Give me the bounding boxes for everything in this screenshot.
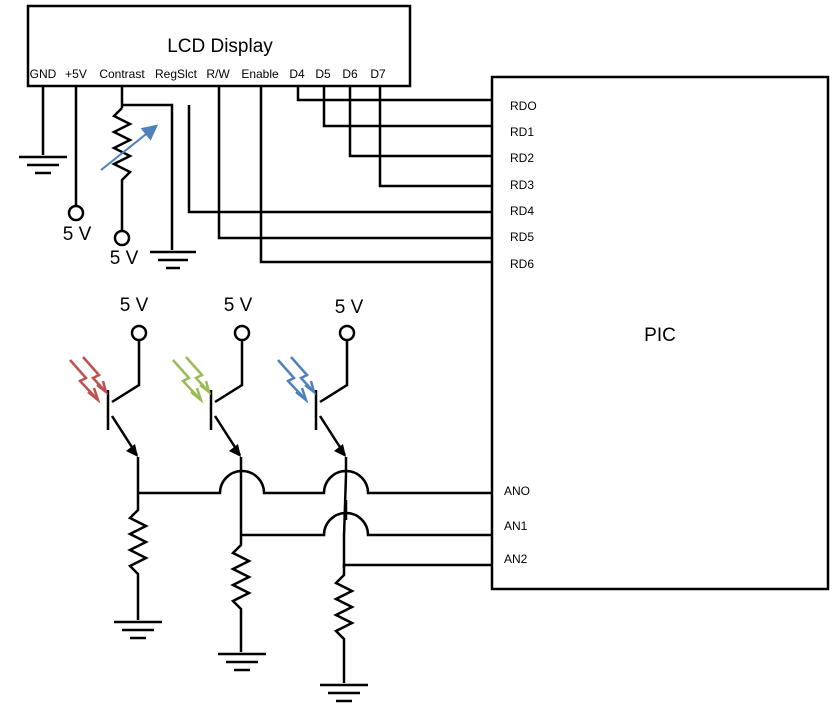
resistor-icon xyxy=(230,535,252,652)
pic-pin-rd2: RD2 xyxy=(510,151,534,165)
lcd-pic-bus xyxy=(187,86,492,264)
supply-label: 5 V xyxy=(110,248,139,269)
wire-rw-rd5 xyxy=(217,86,492,240)
pic-pin-rd3: RD3 xyxy=(510,178,534,192)
wire-enable-rd6 xyxy=(259,86,492,264)
pic-title: PIC xyxy=(644,325,676,346)
wire-an2 xyxy=(342,563,492,568)
phototransistor-green: 5 V xyxy=(172,295,266,672)
terminal-icon xyxy=(67,204,85,222)
terminal-icon xyxy=(338,324,356,342)
wire-an1 xyxy=(241,511,492,537)
lcd-display-box xyxy=(26,4,412,88)
collector-wire xyxy=(319,340,349,404)
wire-regslct-rd4 xyxy=(187,105,492,214)
pic-pin-an1: AN1 xyxy=(504,519,528,533)
lcd-pin-5v: +5V xyxy=(65,67,87,81)
supply-label: 5 V xyxy=(120,295,149,316)
ground-icon xyxy=(320,683,368,703)
wiper-arrow-icon xyxy=(100,124,159,171)
lcd-pin-enable: Enable xyxy=(241,67,279,81)
emitter-cross-lead xyxy=(342,474,348,537)
analog-wires xyxy=(138,469,492,568)
emitter-arrow-icon xyxy=(334,444,346,457)
emitter-arrow-icon xyxy=(229,444,241,457)
collector-wire xyxy=(214,340,244,404)
terminal-icon xyxy=(130,324,148,342)
lcd-pin-rw: R/W xyxy=(206,67,230,81)
wire-contrast-gnd xyxy=(122,103,174,250)
lcd-pin-d6: D6 xyxy=(342,67,358,81)
pic-microcontroller: PIC RDO RD1 RD2 RD3 RD4 RD5 RD6 ANO AN1 … xyxy=(490,75,830,591)
phototransistor-red: 5 V xyxy=(69,295,162,640)
pic-pin-an0: ANO xyxy=(504,484,530,498)
collector-wire xyxy=(111,340,141,404)
light-arrow-icon xyxy=(172,356,212,404)
pic-pin-rd4: RD4 xyxy=(510,204,534,218)
contrast-potentiometer: 5 V xyxy=(100,86,196,270)
terminal-icon xyxy=(233,324,251,342)
wire-d6-rd2 xyxy=(348,86,492,158)
potentiometer-icon xyxy=(111,107,133,230)
emitter-arrow-icon xyxy=(126,444,138,457)
pic-pin-rd5: RD5 xyxy=(510,230,534,244)
terminal-icon xyxy=(113,229,131,247)
ground-icon xyxy=(19,155,67,175)
resistor-icon xyxy=(127,500,149,620)
ground-icon xyxy=(114,620,162,640)
pic-pin-rd0: RDO xyxy=(510,99,537,113)
light-arrow-icon xyxy=(277,356,317,404)
lcd-gnd-connection xyxy=(19,86,67,175)
wire-d7-rd3 xyxy=(378,86,492,188)
supply-label: 5 V xyxy=(335,297,364,318)
wire-d5-rd1 xyxy=(322,86,492,128)
lcd-5v-connection: 5 V xyxy=(63,86,92,245)
pic-pin-rd6: RD6 xyxy=(510,257,534,271)
ground-icon xyxy=(218,652,266,672)
lcd-pin-regslct: RegSlct xyxy=(155,67,198,81)
lcd-pin-gnd: GND xyxy=(30,67,57,81)
wire-an0 xyxy=(138,469,492,495)
supply-label: 5 V xyxy=(63,224,92,245)
ground-icon xyxy=(150,250,196,270)
pic-box xyxy=(490,75,830,591)
lcd-pin-d7: D7 xyxy=(370,67,386,81)
lcd-display: LCD Display GND +5V Contrast RegSlct R/W… xyxy=(26,4,412,88)
lcd-pin-contrast: Contrast xyxy=(99,67,145,81)
lcd-display-title: LCD Display xyxy=(167,36,273,57)
phototransistor-blue: 5 V xyxy=(277,297,368,703)
wire-d4-rd0 xyxy=(296,86,492,102)
lcd-pin-d4: D4 xyxy=(289,67,305,81)
supply-label: 5 V xyxy=(224,295,253,316)
lcd-pin-d5: D5 xyxy=(315,67,331,81)
pic-pin-rd1: RD1 xyxy=(510,125,534,139)
pic-pin-an2: AN2 xyxy=(504,552,528,566)
resistor-icon xyxy=(333,568,355,683)
light-arrow-icon xyxy=(69,356,109,404)
